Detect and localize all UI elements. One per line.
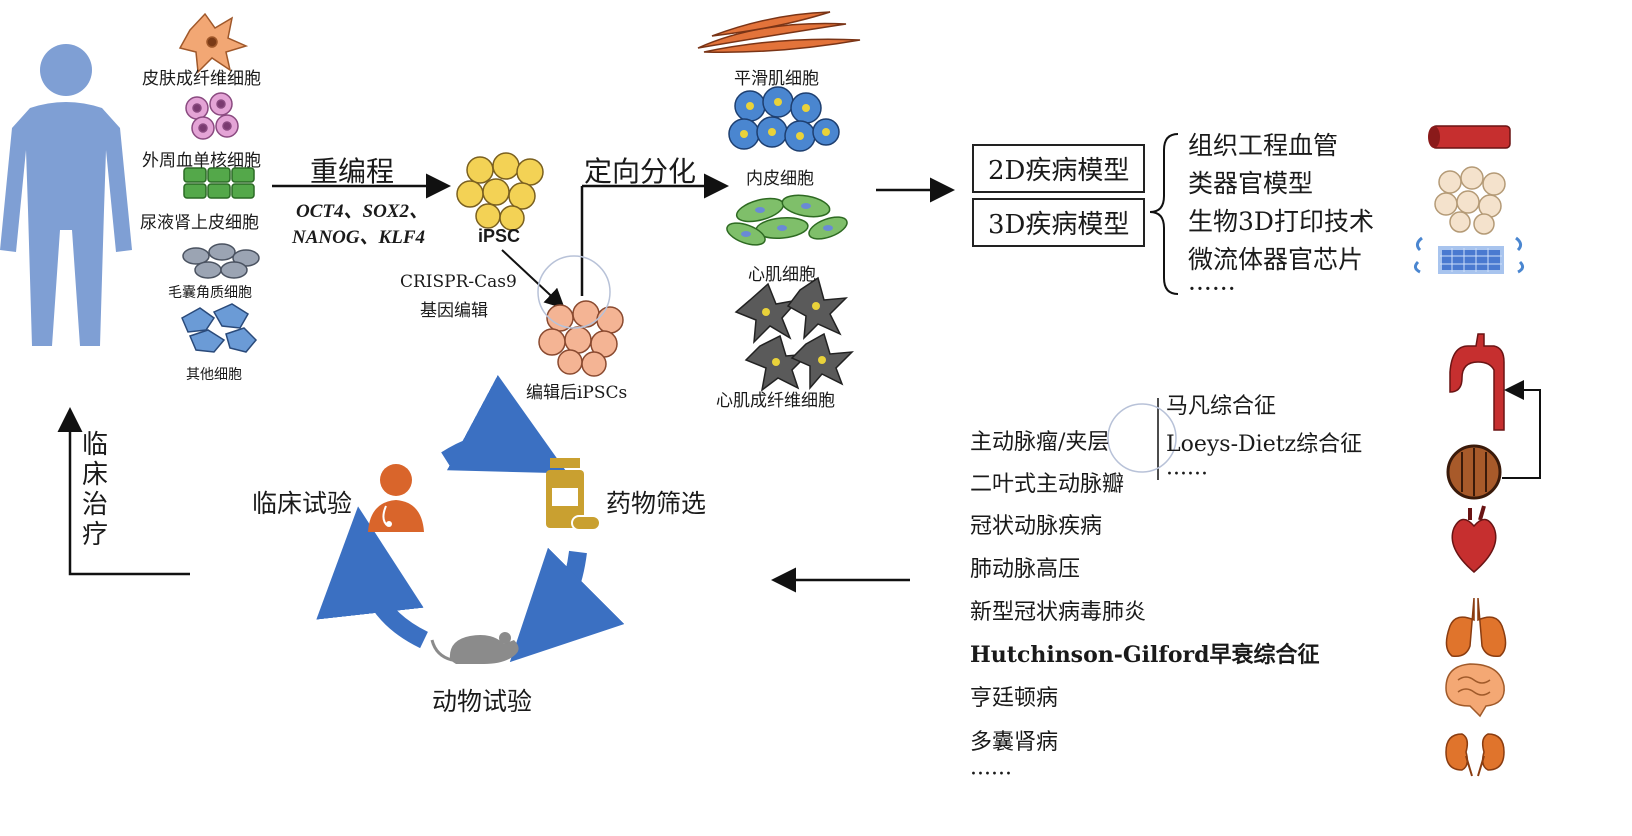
disease-bicuspid: 二叶式主动脉瓣 bbox=[970, 472, 1125, 497]
mouse-icon bbox=[430, 632, 519, 664]
models-brace bbox=[1149, 133, 1179, 295]
skin-fibroblast-icon bbox=[178, 12, 249, 74]
label-gene-editing: 基因编辑 bbox=[420, 301, 488, 321]
label-factors-2: NANOG、KLF4 bbox=[292, 227, 426, 248]
endothelial-icon bbox=[728, 86, 840, 152]
label-smooth-muscle: 平滑肌细胞 bbox=[734, 69, 819, 89]
disease-sub-more: ······ bbox=[1166, 462, 1208, 487]
brain-icon bbox=[1445, 663, 1505, 718]
cardiomyocyte-icon bbox=[726, 194, 848, 246]
label-differentiation: 定向分化 bbox=[584, 155, 697, 188]
aorta-icon bbox=[1449, 333, 1505, 431]
urine-epithelial-icon bbox=[183, 167, 255, 199]
label-crispr: CRISPR-Cas9 bbox=[400, 272, 517, 292]
box-2d-model: 2D疾病模型 bbox=[972, 144, 1146, 193]
vessel-tube-icon bbox=[1428, 125, 1511, 149]
model-item-chip: 微流体器官芯片 bbox=[1188, 245, 1364, 274]
cycle-drug-screening: 药物筛选 bbox=[606, 489, 707, 518]
model-item-bioprint: 生物3D打印技术 bbox=[1188, 207, 1374, 236]
model-item-organoid: 类器官模型 bbox=[1188, 169, 1314, 198]
label-endothelial: 内皮细胞 bbox=[746, 169, 814, 189]
label-ipsc: iPSC bbox=[478, 226, 521, 246]
watermark-seal-2-icon bbox=[1107, 403, 1177, 473]
organoid-icon bbox=[1434, 166, 1506, 235]
disease-aorta: 主动脉瘤/夹层 bbox=[970, 430, 1110, 455]
disease-covid: 新型冠状病毒肺炎 bbox=[970, 600, 1147, 625]
other-cells-icon bbox=[181, 303, 258, 353]
box-3d-model: 3D疾病模型 bbox=[972, 198, 1146, 247]
medicine-bottle-icon bbox=[546, 458, 601, 531]
disease-loeys-dietz: Loeys-Dietz综合征 bbox=[1166, 432, 1363, 457]
disease-marfan: 马凡综合征 bbox=[1166, 394, 1277, 419]
label-cardiac-fibroblast: 心肌成纤维细胞 bbox=[716, 391, 835, 411]
label-factors-1: OCT4、SOX2、 bbox=[296, 201, 428, 222]
clinical-treatment-arrow bbox=[57, 407, 190, 576]
disease-pkd: 多囊肾病 bbox=[970, 730, 1059, 755]
watermark-seal-icon bbox=[537, 255, 611, 329]
label-skin-fibroblast: 皮肤成纤维细胞 bbox=[142, 69, 261, 89]
smooth-muscle-icon bbox=[697, 11, 861, 53]
kidneys-icon bbox=[1445, 733, 1505, 777]
label-reprogram: 重编程 bbox=[310, 155, 395, 188]
disease-huntington: 亨廷顿病 bbox=[970, 686, 1059, 711]
doctor-icon bbox=[368, 464, 424, 532]
heart-icon bbox=[1451, 505, 1497, 573]
label-edited-ipscs: 编辑后iPSCs bbox=[526, 383, 628, 403]
model-item-more: ······ bbox=[1188, 274, 1236, 303]
organ-chip-icon bbox=[1413, 236, 1525, 274]
model-item-vessel: 组织工程血管 bbox=[1188, 131, 1339, 160]
valve-to-aorta-arrow bbox=[1502, 380, 1541, 479]
cycle-animal-test: 动物试验 bbox=[432, 687, 533, 716]
pbmc-icon bbox=[185, 92, 239, 140]
label-pbmc: 外周血单核细胞 bbox=[142, 151, 261, 171]
clinical-treatment-label: 临 床 治 疗 bbox=[81, 430, 108, 550]
label-other-cells: 其他细胞 bbox=[186, 367, 242, 383]
cycle-arrow-right bbox=[509, 547, 625, 663]
lungs-icon bbox=[1445, 597, 1507, 658]
hair-keratinocyte-icon bbox=[182, 243, 260, 279]
label-cardiomyocyte: 心肌细胞 bbox=[748, 265, 816, 285]
edited-ipsc-cluster-icon bbox=[538, 300, 624, 377]
disease-coronary: 冠状动脉疾病 bbox=[970, 514, 1103, 539]
label-hair-cells: 毛囊角质细胞 bbox=[168, 285, 252, 301]
aortic-valve-icon bbox=[1446, 444, 1502, 500]
crispr-arrow bbox=[501, 249, 565, 309]
label-urine-cells: 尿液肾上皮细胞 bbox=[140, 213, 259, 233]
cycle-arrow-left bbox=[316, 506, 429, 649]
cycle-clinical-trial: 临床试验 bbox=[252, 489, 353, 518]
ipsc-cluster-icon bbox=[456, 152, 544, 231]
person-silhouette-icon bbox=[0, 44, 132, 346]
disease-progeria: Hutchinson-Gilford早衰综合征 bbox=[970, 642, 1320, 668]
cardiac-fibroblast-icon bbox=[734, 276, 854, 392]
disease-more: ······ bbox=[970, 762, 1012, 787]
cycle-arrow-top bbox=[441, 374, 568, 474]
disease-pah: 肺动脉高压 bbox=[970, 557, 1081, 582]
